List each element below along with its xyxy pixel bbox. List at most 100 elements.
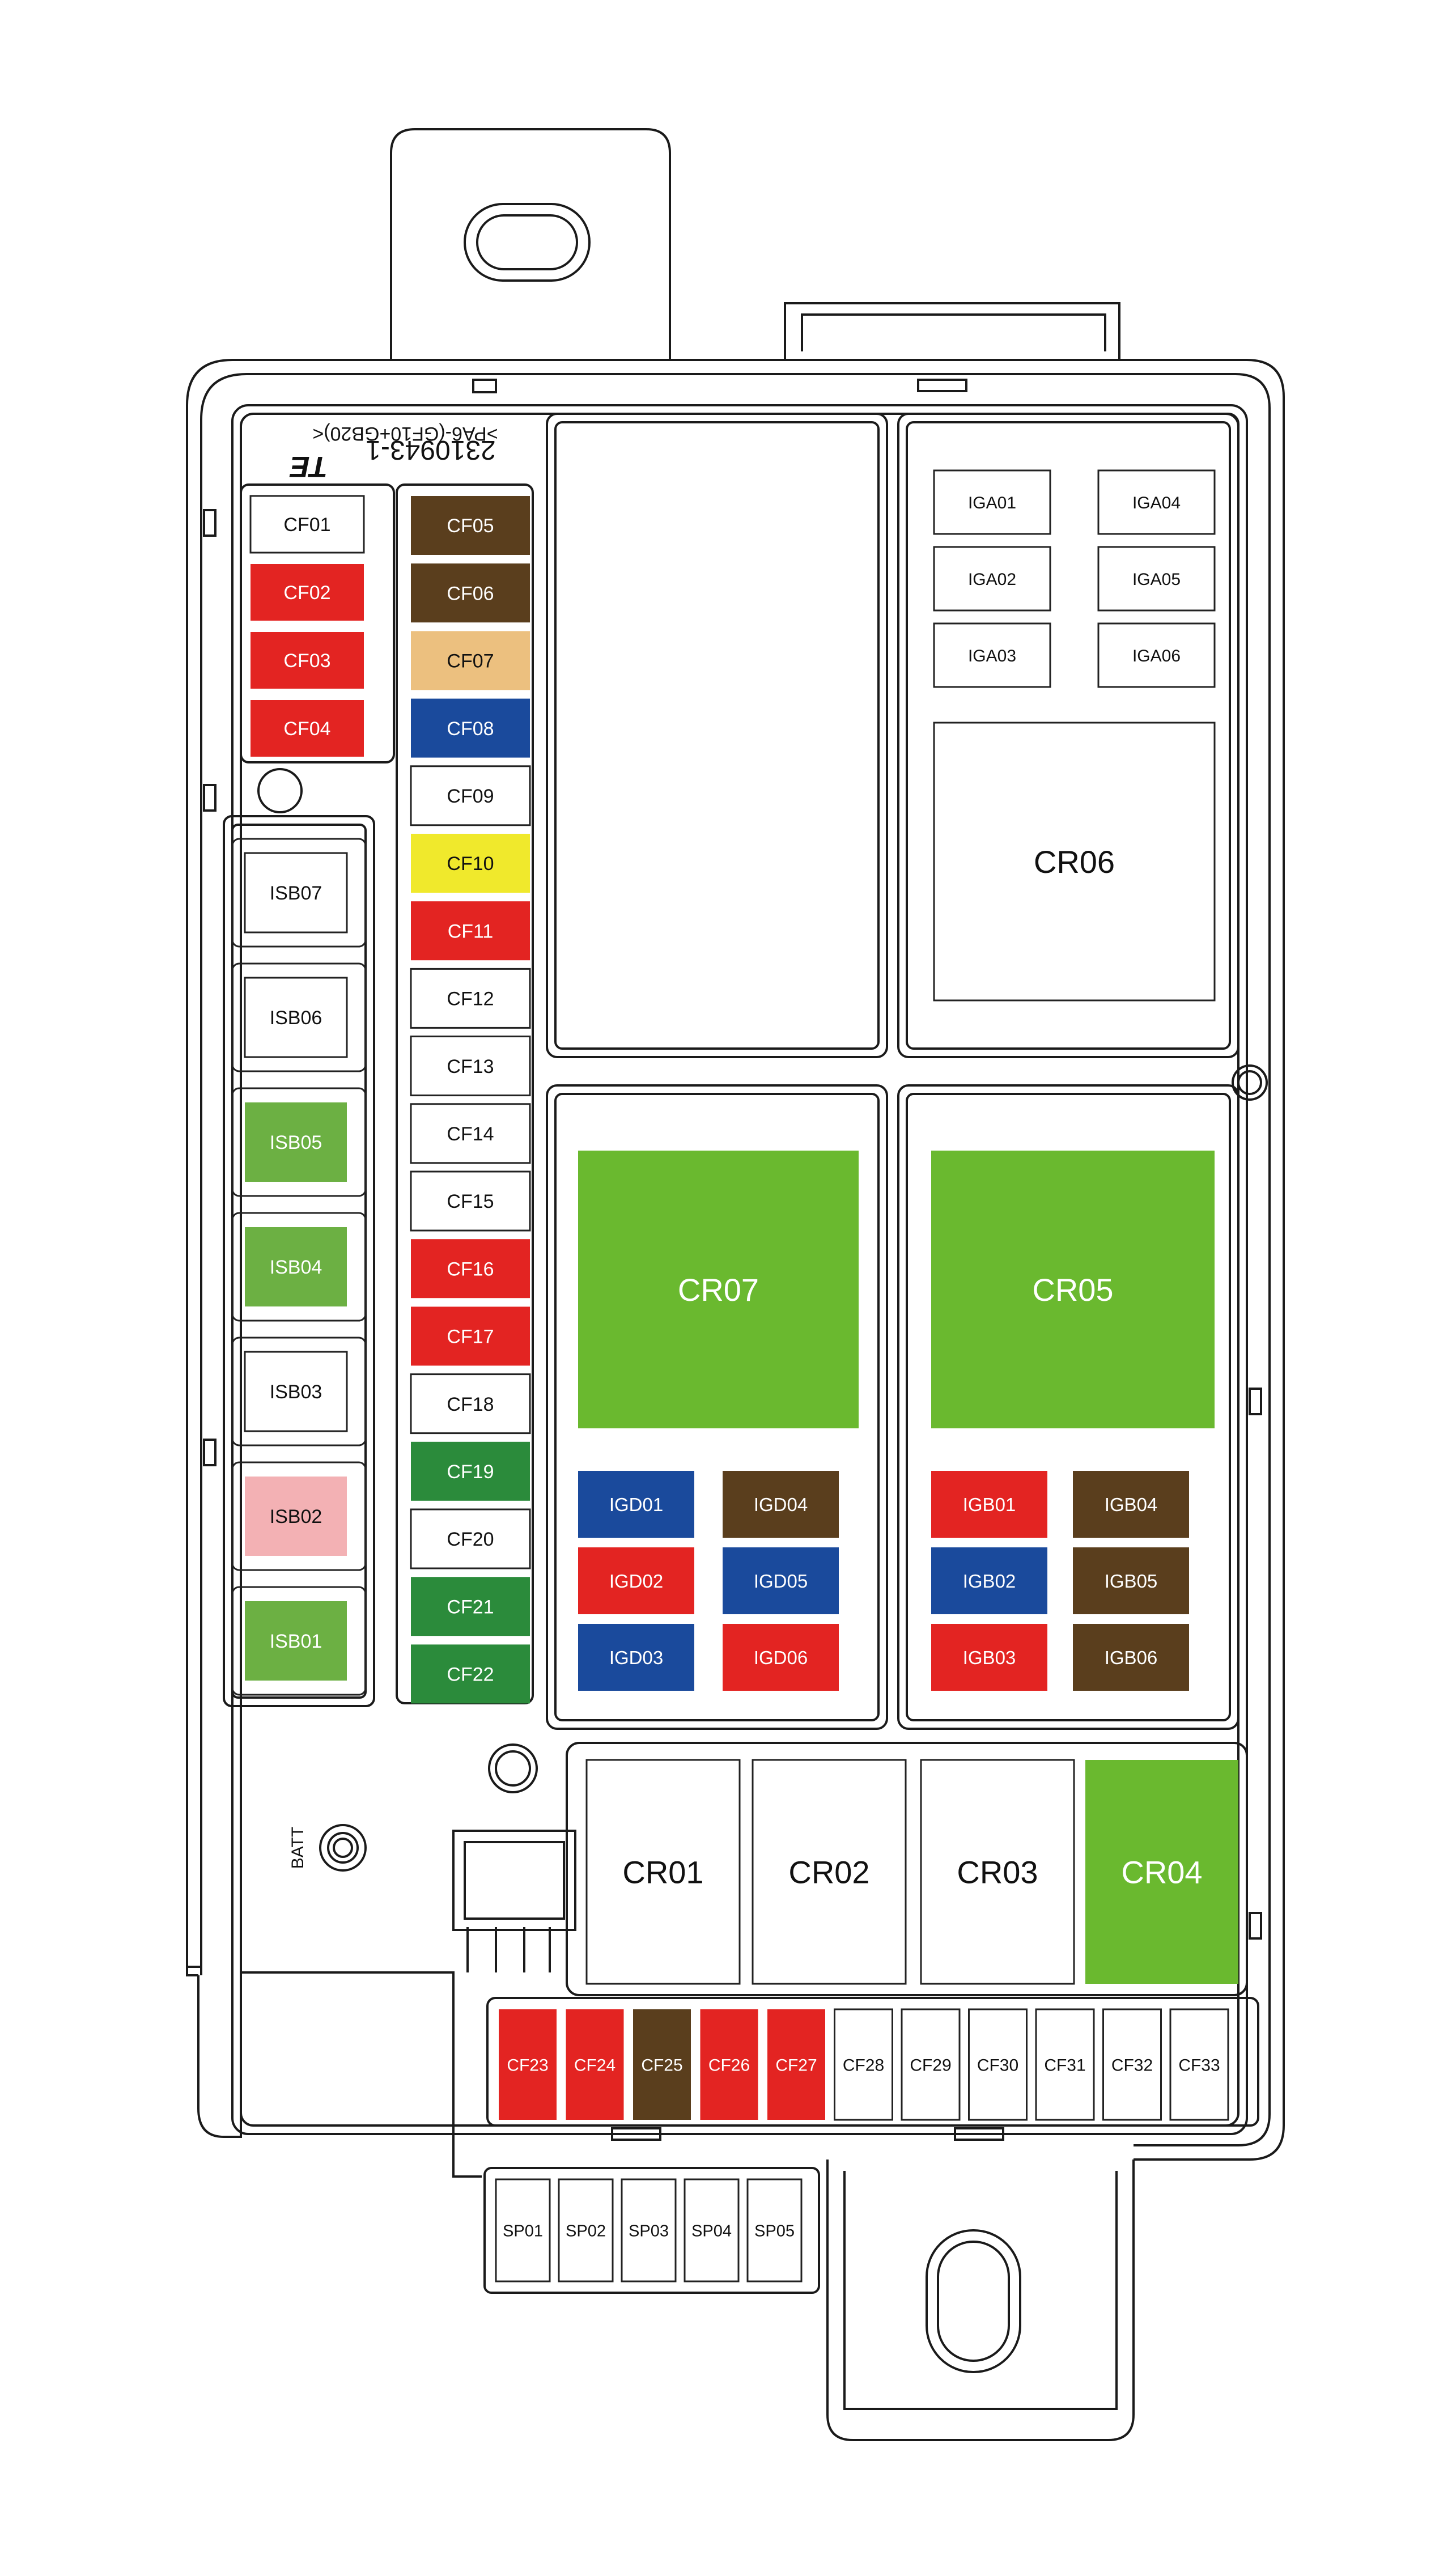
isb-pocket [231,1212,367,1322]
fuse-cf17: CF17 [411,1306,530,1366]
fuse-label: CF24 [574,2056,615,2074]
fuse-label: CF26 [708,2056,750,2074]
relay-body [578,1151,859,1428]
fuse-label: ISB06 [270,1007,322,1029]
fuse-iga03: IGA03 [933,622,1051,688]
fuse-label: IGB05 [1105,1571,1158,1592]
relay-body [920,1759,1075,1985]
fuse-label: IGD01 [609,1494,663,1515]
fuse-label: ISB04 [270,1257,322,1278]
fuse-igb06: IGB06 [1073,1624,1189,1691]
fuse-body [1097,469,1216,535]
fuse-cf02: CF02 [251,564,364,621]
fuse-body [933,469,1051,535]
batt-label: BATT [288,1827,307,1869]
fuse-label: IGA03 [968,647,1016,665]
fuse-label: IGA02 [968,570,1016,589]
fuse-label: CF06 [447,583,494,604]
fuse-label: CF01 [283,514,330,536]
fuse-body [411,631,530,690]
fuse-label: IGB04 [1105,1494,1158,1515]
fuse-body [251,632,364,689]
relay-body [931,1151,1215,1428]
fuse-label: CF08 [447,718,494,740]
fuse-cf18: CF18 [410,1373,531,1435]
fuse-label: SP05 [754,2222,795,2240]
fuse-igd06: IGD06 [723,1624,839,1691]
fuse-label: CF23 [507,2056,548,2074]
fuse-body [1097,546,1216,612]
relay-cr02: CR02 [752,1759,907,1985]
fuse-cf16: CF16 [411,1239,530,1299]
fuse-label: CF20 [447,1529,494,1550]
fuse-cf04: CF04 [251,700,364,757]
relay-body [933,722,1216,1002]
fuse-label: CF04 [283,718,330,740]
fuse-body [244,977,348,1058]
fuse-label: IGA04 [1132,494,1181,512]
fuse-cf26: CF26 [700,2009,758,2120]
fuse-body [578,1624,694,1691]
fuse-body [411,1644,530,1704]
fuse-label: IGB03 [963,1647,1016,1668]
fuse-body [931,1471,1047,1538]
fuse-label: ISB05 [270,1132,322,1153]
fuse-label: IGA05 [1132,570,1181,589]
relay-label: CR05 [1032,1272,1113,1308]
fuse-igd04: IGD04 [723,1471,839,1538]
fuse-body [245,1227,347,1306]
fuse-body [767,2009,825,2120]
fuse-cf06: CF06 [411,563,530,623]
fuse-body [251,564,364,621]
fuse-body [411,496,530,555]
fuse-cf23: CF23 [499,2009,557,2120]
fuse-cf31: CF31 [1035,2008,1095,2121]
fuse-igb02: IGB02 [931,1547,1047,1614]
fuse-label: CF22 [447,1664,494,1686]
fuse-label: CF11 [448,920,494,942]
relay-body [585,1759,741,1985]
fuse-cf22: CF22 [411,1644,530,1704]
fuse-body [558,2178,614,2283]
fuse-iga02: IGA02 [933,546,1051,612]
fuse-label: SP01 [503,2222,543,2240]
fuse-body [1073,1547,1189,1614]
fuse-cf32: CF32 [1102,2008,1162,2121]
fuse-cf14: CF14 [410,1103,531,1164]
fuse-cf07: CF07 [411,631,530,690]
fuse-cf19: CF19 [411,1441,530,1501]
fuse-body [578,1547,694,1614]
fuse-body [411,1306,530,1366]
fuse-cf33: CF33 [1169,2008,1229,2121]
fuse-sp04: SP04 [684,2178,740,2283]
fuse-body [249,495,365,554]
isb-pocket [231,1461,367,1571]
fuse-label: CF32 [1111,2056,1153,2074]
fuse-cf08: CF08 [411,698,530,758]
fuse-label: ISB03 [270,1381,322,1403]
fuse-sp02: SP02 [558,2178,614,2283]
fuse-label: CF13 [447,1056,494,1077]
fuse-label: CF28 [843,2056,884,2074]
fuse-isb06: ISB06 [244,977,348,1058]
fuse-cf29: CF29 [901,2008,961,2121]
fuse-label: SP03 [629,2222,669,2240]
fuse-cf09: CF09 [410,765,531,826]
fuse-iga01: IGA01 [933,469,1051,535]
fuse-isb02: ISB02 [245,1477,347,1556]
fuse-label: ISB02 [270,1506,322,1528]
fuse-cf03: CF03 [251,632,364,689]
fuse-cf10: CF10 [411,834,530,893]
fuse-label: ISB01 [270,1631,322,1652]
fuse-isb03: ISB03 [244,1351,348,1432]
fuse-label: CF30 [977,2056,1018,2074]
fuse-body [245,1102,347,1182]
fuse-body [411,834,530,893]
fuse-body [1102,2008,1162,2121]
relay-body [752,1759,907,1985]
fuse-igb04: IGB04 [1073,1471,1189,1538]
fuse-label: SP02 [566,2222,606,2240]
fuse-label: IGA06 [1132,647,1181,665]
fuse-body [245,1601,347,1681]
